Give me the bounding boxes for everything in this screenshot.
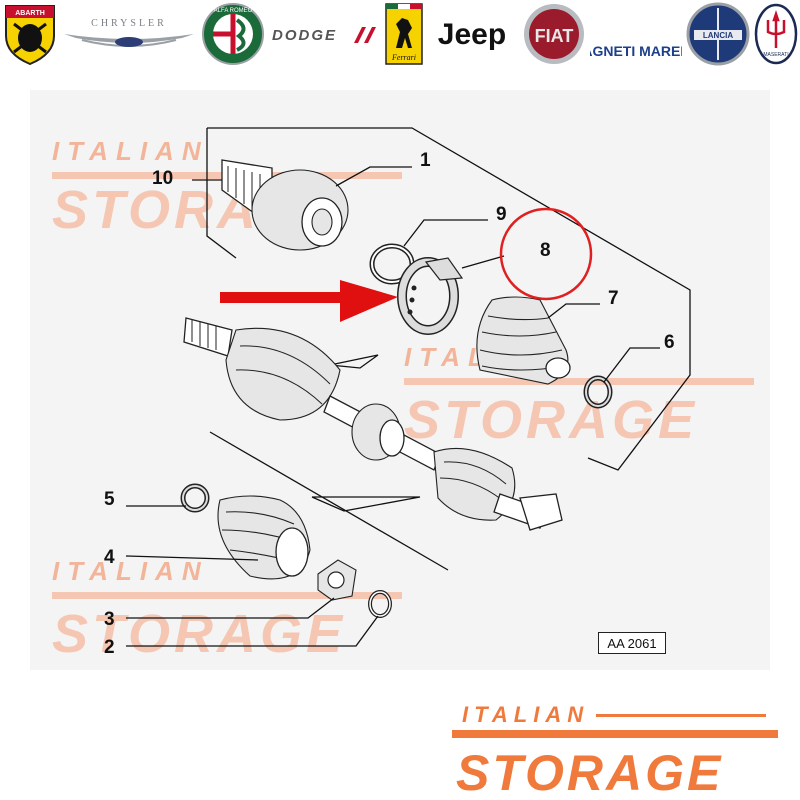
- callout-9: 9: [496, 204, 507, 225]
- callout-7: 7: [608, 288, 619, 309]
- kit-frame-pointer-lower: [311, 496, 421, 512]
- brand-logo-bar: ABARTH CHRYSLER ALFA ROMEO DODGE: [0, 0, 800, 70]
- maserati-logo: MASERATI: [754, 2, 798, 66]
- leader-8: [461, 255, 505, 269]
- callout-3: 3: [104, 609, 115, 630]
- callout-6: 6: [664, 332, 675, 353]
- drive-shaft-assembly: [183, 317, 563, 531]
- callout-1: 1: [420, 150, 431, 171]
- fiat-logo: FIAT: [522, 2, 586, 66]
- part-3-tripod-joint: [317, 559, 357, 601]
- jeep-logo-text: Jeep: [438, 18, 506, 51]
- watermark-bottom-line1: ITALIAN: [52, 556, 209, 586]
- watermark-middle-line2: STORAGE: [404, 390, 698, 450]
- lancia-logo: LANCIA: [686, 2, 750, 66]
- leader-7: [547, 303, 600, 319]
- dodge-logo: DODGE: [268, 2, 380, 66]
- jeep-logo: Jeep: [428, 2, 516, 66]
- dodge-logo-text: DODGE: [272, 27, 337, 44]
- highlight-circle: [499, 207, 593, 301]
- chrysler-logo-text: CHRYSLER: [91, 18, 167, 29]
- callout-2: 2: [104, 637, 115, 658]
- callout-numbers: 1 2 3 4 5 6 7 8 9 10: [104, 150, 675, 658]
- reference-code: AA 2061: [598, 632, 666, 654]
- callout-4: 4: [104, 547, 115, 568]
- watermark-top-line1: ITALIAN: [52, 136, 209, 166]
- abarth-logo-text: ABARTH: [15, 10, 45, 17]
- watermark-bottom: ITALIAN STORAGE: [52, 556, 402, 664]
- part-6-small-clamp: [583, 375, 613, 409]
- alfa-romeo-logo: ALFA ROMEO: [201, 2, 265, 66]
- leader-1: [335, 166, 412, 187]
- leader-3: [126, 597, 335, 619]
- callout-10: 10: [152, 168, 173, 189]
- magneti-marelli-logo-text: MAGNETI MARELLI: [590, 43, 682, 59]
- part-7-outer-boot: [476, 296, 571, 385]
- kit-frame-pointer-upper: [329, 354, 379, 369]
- ferrari-logo: Ferrari: [384, 2, 424, 66]
- part-2-circlip: [368, 590, 392, 618]
- leader-lines: [125, 166, 660, 647]
- alfa-romeo-logo-text: ALFA ROMEO: [214, 8, 253, 14]
- red-arrow-icon: [220, 280, 398, 322]
- fiat-logo-text: FIAT: [535, 26, 574, 46]
- part-4-inner-boot: [217, 495, 311, 580]
- maserati-logo-text: MASERATI: [763, 52, 788, 58]
- leader-6: [603, 347, 660, 383]
- part-5-clamp: [180, 483, 210, 513]
- abarth-logo: ABARTH: [2, 2, 58, 66]
- leader-4: [125, 555, 259, 561]
- callout-8: 8: [540, 240, 551, 261]
- footer-logo-line2: STORAGE: [456, 745, 723, 796]
- part-8-clamp-band: [397, 257, 464, 335]
- watermark-bottom-line2: STORAGE: [52, 604, 346, 664]
- magneti-marelli-logo: MAGNETI MARELLI: [590, 2, 682, 66]
- leader-2: [126, 615, 379, 647]
- kit-frame-lower: [209, 431, 449, 571]
- kit-frame: [206, 127, 691, 471]
- callout-5: 5: [104, 489, 115, 510]
- watermark-middle: ITALIAN STORAGE: [404, 342, 754, 450]
- leader-9: [403, 219, 488, 247]
- lancia-logo-text: LANCIA: [703, 31, 733, 40]
- footer-logo-line1: ITALIAN: [462, 702, 589, 727]
- ferrari-logo-text: Ferrari: [391, 53, 416, 62]
- chrysler-logo: CHRYSLER: [62, 2, 196, 66]
- italian-storage-logo: ITALIAN STORAGE: [452, 702, 778, 796]
